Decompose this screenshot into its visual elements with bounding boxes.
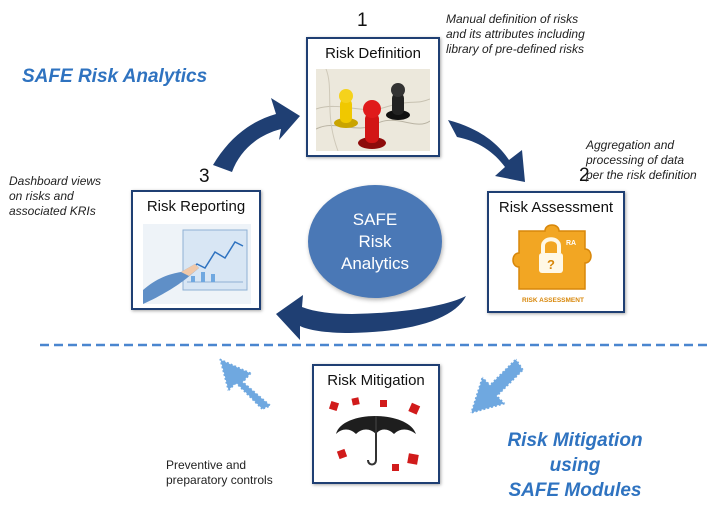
puzzle-padlock-icon: ? RA RISK ASSESSMENT: [501, 223, 611, 307]
mitigation-arrow-left-icon: [217, 356, 274, 412]
definition-note: Manual definition of risks and its attri…: [446, 12, 585, 57]
definition-note-line: library of pre-defined risks: [446, 42, 585, 56]
hand-pointing-at-chart-icon: [143, 224, 251, 304]
mitigation-arrow-right-icon: [468, 356, 526, 416]
assessment-note: Aggregation and processing of data per t…: [586, 138, 697, 183]
reporting-note-line: associated KRIs: [9, 204, 96, 218]
reporting-note: Dashboard views on risks and associated …: [9, 174, 101, 219]
ra-badge-text: RA: [566, 240, 576, 247]
reporting-note-line: on risks and: [9, 189, 74, 203]
arrow-assessment-to-reporting-icon: [276, 295, 466, 340]
center-line: SAFE: [352, 209, 398, 229]
svg-text:?: ?: [547, 257, 555, 272]
umbrella-with-dice-icon: [322, 394, 432, 480]
safe-risk-analytics-circle: SAFE Risk Analytics: [308, 185, 442, 298]
mitigation-note-line: Preventive and: [166, 458, 247, 472]
risk-definition-label: Risk Definition: [325, 45, 421, 62]
risk-assessment-label: Risk Assessment: [498, 199, 614, 216]
definition-note-line: and its attributes including: [446, 27, 585, 41]
mitigation-title-line: Risk Mitigation: [507, 430, 643, 451]
risk-reporting-label: Risk Reporting: [146, 198, 246, 215]
page-title: SAFE Risk Analytics: [22, 66, 208, 87]
step-number-1: 1: [357, 10, 368, 31]
risk-assessment-banner-text: RISK ASSESSMENT: [522, 297, 584, 304]
reporting-note-line: Dashboard views: [9, 174, 102, 188]
mitigation-title-line: using: [549, 455, 601, 476]
step-number-3: 3: [199, 166, 210, 187]
assessment-note-line: per the risk definition: [586, 168, 697, 182]
arrow-reporting-to-definition-icon: [213, 98, 300, 172]
mitigation-note: Preventive and preparatory controls: [166, 458, 273, 488]
step-number-2: 2: [579, 165, 590, 186]
mitigation-title-line: SAFE Modules: [508, 480, 642, 501]
risk-mitigation-label: Risk Mitigation: [327, 372, 425, 389]
game-pieces-on-map-icon: [316, 69, 430, 151]
risk-assessment-box[interactable]: Risk Assessment ? RA RISK ASSESSMENT: [487, 191, 625, 313]
assessment-note-line: processing of data: [586, 153, 685, 167]
center-line: Analytics: [340, 253, 410, 273]
risk-mitigation-box[interactable]: Risk Mitigation: [312, 364, 440, 484]
arrow-definition-to-assessment-icon: [448, 120, 525, 182]
risk-definition-box[interactable]: Risk Definition: [306, 37, 440, 157]
center-line: Risk: [358, 231, 392, 251]
definition-note-line: Manual definition of risks: [446, 12, 579, 26]
risk-reporting-box[interactable]: Risk Reporting: [131, 190, 261, 310]
mitigation-note-line: preparatory controls: [166, 473, 273, 487]
mitigation-title: Risk Mitigation using SAFE Modules: [486, 428, 664, 503]
assessment-note-line: Aggregation and: [586, 138, 675, 152]
